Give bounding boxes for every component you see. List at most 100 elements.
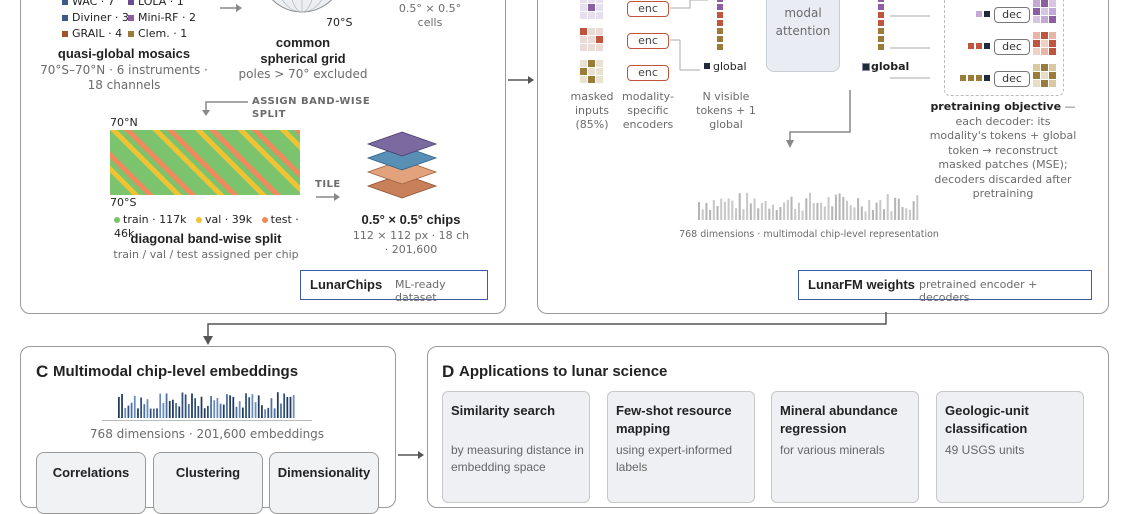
modal-attention-block: modal attention [766,0,840,72]
card-geologic-unit[interactable]: Geologic-unit classification 49 USGS uni… [936,391,1084,503]
card-geologic-title: Geologic-unit classification [945,403,1029,436]
barcode-bar [894,197,897,220]
embedding-axis [102,420,312,421]
barcode-bar [783,202,786,220]
masked-inputs-icon [580,0,603,83]
barcode-bar [746,192,749,220]
card-correlations-label: Correlations [52,465,130,480]
barcode-bar [245,393,247,418]
card-correlations[interactable]: Correlations [36,452,146,514]
barcode-bar [162,403,165,418]
card-similarity-search[interactable]: Similarity search by measuring distance … [442,391,590,503]
barcode-bar [846,200,849,220]
decoder-3-output-icon [1033,64,1056,87]
swatch-grail [62,31,68,37]
barcode-bar [875,202,878,220]
barcode-bar [222,404,225,418]
barcode-bar [794,208,797,220]
barcode-bar [916,195,919,220]
decoder-connectors-icon [890,15,930,79]
band-split-map [110,130,300,195]
arrow-c-to-d-icon [398,451,424,459]
attention-label: modal attention [775,6,831,38]
barcode-bar [831,206,834,220]
card-mineral-regression[interactable]: Mineral abundance regression for various… [771,391,919,503]
barcode-bar [912,201,915,220]
panel-c-caption: 768 dimensions · 201,600 embeddings [89,427,325,441]
barcode-bar [261,405,263,418]
dec3-token-c [976,75,982,81]
barcode-bar [753,198,756,220]
dataset-desc: ML-ready dataset [395,278,446,304]
card-mineral-desc: for various minerals [780,443,885,457]
objective-bold: pretraining objective [930,100,1062,113]
barcode-bar [908,210,911,220]
barcode-bar [823,206,826,220]
barcode-bar [207,405,209,418]
panel-d-letter: D [442,362,455,381]
barcode-bar [720,198,723,220]
barcode-bar [175,402,177,418]
barcode-bar [705,202,708,220]
chips-subtitle: 112 × 112 px · 18 ch · 201,600 [352,229,470,256]
instrument-clem: Clem. · 1 [138,27,188,40]
visible-tokens-icon [717,0,723,50]
barcode-bar [834,194,837,220]
objective-caption: pretraining objective — each decoder: it… [928,100,1078,202]
panel-c-title: Multimodal chip-level embeddings [53,363,299,380]
global-token-icon [704,63,710,69]
weights-name: LunarFM weights [808,277,915,292]
barcode-bar [842,196,845,220]
repr-caption: 768 dimensions · multimodal chip-level r… [679,229,939,240]
barcode-bar [790,196,793,220]
decoders-box [944,0,1064,96]
barcode-bar [241,407,244,418]
tile-label: TILE [315,179,341,190]
barcode-bar [149,408,152,418]
instrument-grail: GRAIL · 4 [72,27,123,40]
barcode-bar [124,408,127,418]
barcode-bar [849,205,852,220]
encoder-1: enc [627,1,669,17]
barcode-bar [133,395,136,418]
barcode-bar [286,396,289,418]
assign-split-label: ASSIGN BAND-WISE SPLIT [252,96,371,120]
barcode-bar [698,201,701,220]
lunarfm-box: LunarFM weights pretrained encoder + dec… [798,270,1092,304]
barcode-bar [820,202,823,220]
barcode-bar [251,394,254,418]
swatch-clem [128,31,134,37]
barcode-bar [735,208,738,220]
chips-stack-icon [366,131,438,199]
split-legend: train · 117k val · 39k test · 46k [114,213,314,241]
card-similarity-desc: by measuring distance in embedding space [451,443,584,474]
card-few-shot-desc: using expert-informed labels [616,443,733,474]
arrow-assign-icon [202,101,248,116]
card-few-shot-title: Few-shot resource mapping [616,403,732,436]
barcode-bar [716,206,719,220]
lat-top-label: 70°N [110,116,138,129]
barcode-bar [289,396,292,418]
card-dimensionality[interactable]: Dimensionality [269,452,379,514]
barcode-bar [178,406,181,418]
decoder-1: dec [994,7,1030,23]
grid-title: common spherical grid [260,35,346,66]
swatch-minirf [128,15,134,21]
barcode-bar [200,396,203,418]
barcode-bar [159,393,162,418]
grid-subtitle: poles > 70° excluded [238,67,368,81]
swatch-diviner [62,15,68,21]
split-subtitle: train / val / test assigned per chip [113,248,299,261]
barcode-bar [146,399,149,418]
lunarchips-box: LunarChips ML-ready dataset [300,270,488,304]
card-few-shot[interactable]: Few-shot resource mapping using expert-i… [607,391,755,503]
card-clustering[interactable]: Clustering [153,452,263,514]
barcode-bar [140,397,142,418]
barcode-bar [712,200,715,220]
barcode-bar [181,392,184,418]
barcode-bar [883,209,886,220]
barcode-bar [197,405,200,418]
barcode-bar [203,408,206,418]
mosaic-title: quasi-global mosaics [57,46,191,61]
barcode-bar [805,198,808,220]
